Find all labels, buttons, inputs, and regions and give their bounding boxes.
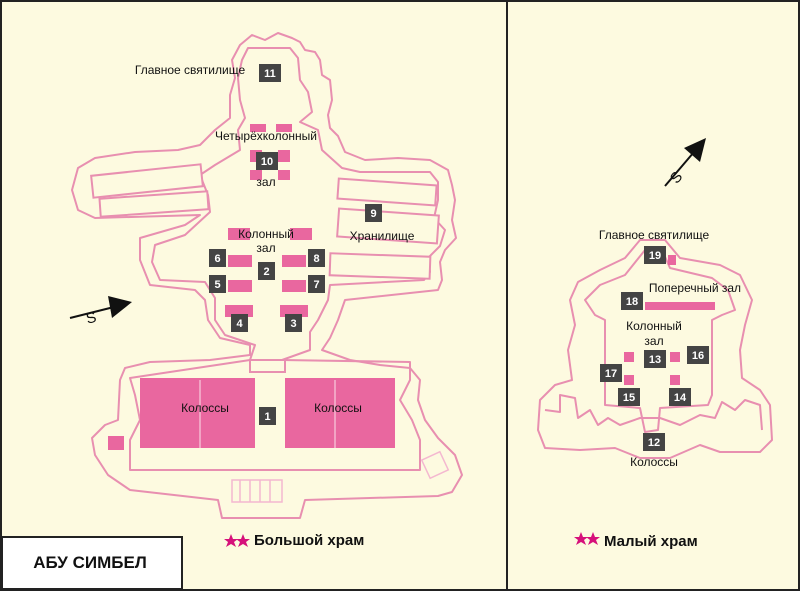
great-temple-rooms	[90, 163, 440, 373]
gt-marker-3: 3	[285, 314, 302, 332]
label-gt-sanctuary: Главное святилище	[135, 63, 246, 77]
gt-marker-10: 10	[256, 152, 278, 170]
gt-marker-5: 5	[209, 275, 226, 293]
label-gt-column-hall-2: зал	[256, 241, 275, 255]
label-gt-four-column-hall: Четырёхколонный	[215, 129, 317, 143]
svg-text:14: 14	[674, 392, 687, 404]
label-st-colossi: Колоссы	[630, 455, 678, 469]
compass-letter-small: S	[667, 168, 686, 187]
great-temple-caption-text: Большой храм	[254, 532, 364, 549]
gt-marker-9: 9	[365, 204, 382, 222]
svg-text:16: 16	[692, 350, 704, 362]
svg-text:7: 7	[313, 279, 319, 291]
svg-text:5: 5	[214, 279, 220, 291]
st-marker-14: 14	[669, 388, 691, 406]
svg-text:11: 11	[264, 68, 276, 80]
small-temple-caption: Малый храм	[574, 532, 698, 550]
svg-text:17: 17	[605, 368, 617, 380]
label-gt-colossi-right: Колоссы	[314, 401, 362, 415]
small-temple-plan	[537, 239, 773, 459]
st-marker-17: 17	[600, 364, 622, 382]
label-gt-storage: Хранилище	[350, 229, 415, 243]
svg-text:9: 9	[370, 208, 376, 220]
label-gt-column-hall: Колонный	[238, 227, 294, 241]
label-st-column-hall: Колонный	[626, 319, 682, 333]
svg-text:1: 1	[264, 411, 270, 423]
svg-text:10: 10	[261, 156, 273, 168]
gt-marker-8: 8	[308, 249, 325, 267]
svg-text:13: 13	[649, 354, 661, 366]
svg-text:19: 19	[649, 250, 661, 262]
north-arrow-great: S	[69, 296, 132, 328]
label-st-sanctuary: Главное святилище	[599, 228, 710, 242]
st-marker-13: 13	[644, 350, 666, 368]
label-st-column-hall-2: зал	[644, 334, 663, 348]
st-marker-12: 12	[643, 433, 665, 451]
svg-text:12: 12	[648, 437, 660, 449]
gt-marker-7: 7	[308, 275, 325, 293]
svg-text:4: 4	[236, 318, 243, 330]
map-title: АБУ СИМБЕЛ	[33, 553, 147, 572]
gt-marker-2: 2	[258, 262, 275, 280]
svg-text:3: 3	[290, 318, 296, 330]
svg-text:2: 2	[263, 266, 269, 278]
svg-text:18: 18	[626, 296, 638, 308]
gt-marker-6: 6	[209, 249, 226, 267]
st-marker-16: 16	[687, 346, 709, 364]
gt-marker-4: 4	[231, 314, 248, 332]
north-arrow-small: S	[664, 138, 706, 187]
title-box: АБУ СИМБЕЛ	[1, 536, 183, 590]
st-marker-15: 15	[618, 388, 640, 406]
label-gt-four-column-hall-2: зал	[256, 175, 275, 189]
gt-marker-1: 1	[259, 407, 276, 425]
great-temple-caption: Большой храм	[224, 532, 364, 549]
small-temple-caption-text: Малый храм	[604, 533, 698, 550]
great-temple-colossi-detail	[108, 380, 450, 503]
label-gt-colossi-left: Колоссы	[181, 401, 229, 415]
compass-letter-great: S	[84, 309, 98, 328]
st-marker-19: 19	[644, 246, 666, 264]
st-marker-18: 18	[621, 292, 643, 310]
gt-marker-11: 11	[259, 64, 281, 82]
svg-text:8: 8	[313, 253, 319, 265]
svg-text:6: 6	[214, 253, 220, 265]
svg-text:15: 15	[623, 392, 635, 404]
label-st-transverse-hall: Поперечный зал	[649, 281, 741, 295]
